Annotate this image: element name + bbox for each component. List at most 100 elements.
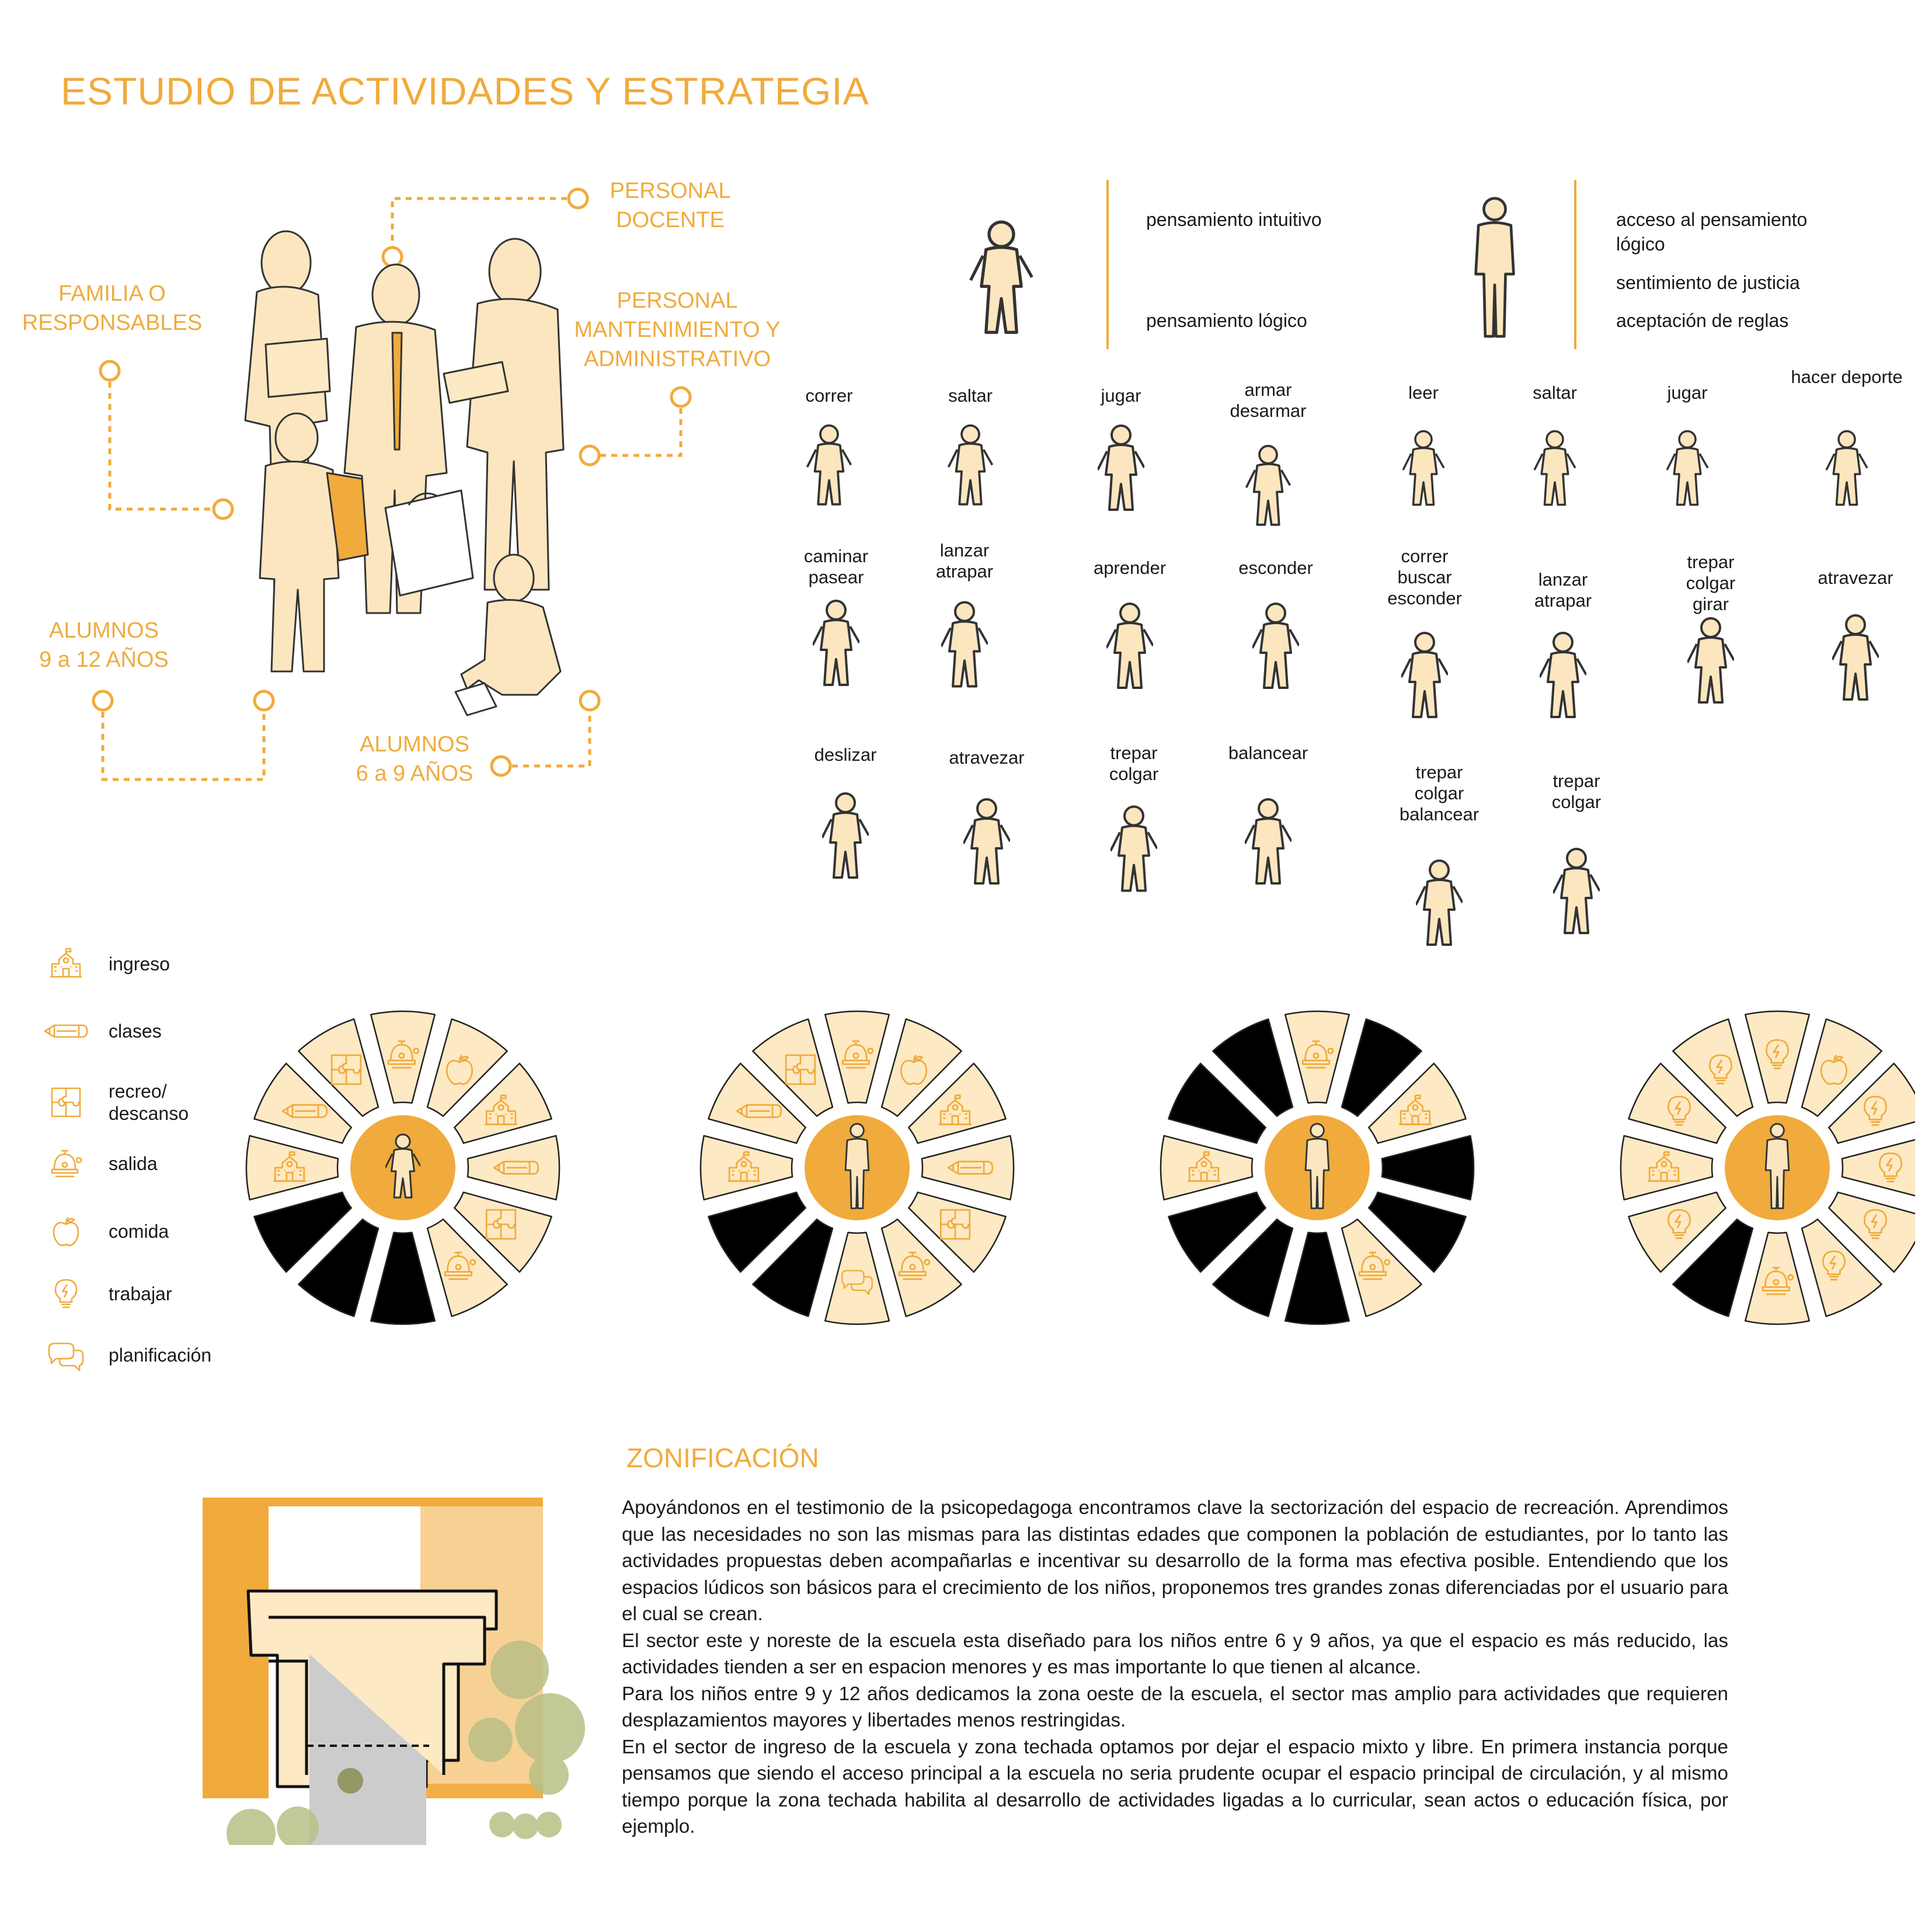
- wheel-segment: [1620, 1134, 1714, 1201]
- activity-label: deslizar: [814, 744, 877, 765]
- wheel-segment-inactive: [752, 1219, 834, 1317]
- wheel-segment: [1341, 1219, 1422, 1317]
- wheel-segment: [880, 1219, 962, 1317]
- wheel-segment: [1368, 1063, 1467, 1144]
- teen-figure: [1460, 196, 1536, 347]
- wheel: [699, 1010, 1015, 1325]
- stage-text: lógico: [1616, 234, 1665, 255]
- group-label-familia: FAMILIA O RESPONSABLES: [22, 281, 203, 335]
- wheel-segment: [253, 1063, 352, 1144]
- wheel-segment: [752, 1018, 834, 1117]
- activity-label: correr: [805, 385, 853, 406]
- activity-illustration: [1381, 628, 1468, 727]
- wheel-segment: [1744, 1231, 1811, 1325]
- stage-divider: [1574, 180, 1576, 349]
- wheel-segment: [1672, 1018, 1754, 1117]
- activity-illustration: [1667, 610, 1755, 715]
- wheel-segment: [426, 1219, 508, 1317]
- chat-icon: [40, 1337, 92, 1373]
- wheel-segment: [426, 1018, 508, 1117]
- activity-illustration: [806, 424, 852, 506]
- legend-item: clases: [40, 1013, 162, 1049]
- activity-label: aprender: [1093, 558, 1167, 578]
- wheel-segment: [1160, 1134, 1254, 1201]
- activity-illustration: [947, 424, 994, 506]
- legend-item: planificación: [40, 1337, 211, 1373]
- wheel-segment: [699, 1134, 793, 1201]
- activity-illustration: [1245, 444, 1292, 526]
- activity-illustration: [802, 779, 889, 896]
- activity-illustration: [1232, 596, 1320, 701]
- wheel-segment-inactive: [1672, 1219, 1754, 1317]
- wheel-segment: [824, 1231, 890, 1325]
- wheel-segment: [1841, 1139, 1915, 1197]
- users-illustration: [92, 187, 692, 781]
- paragraph: Para los niños entre 9 y 12 años dedicam…: [622, 1683, 1728, 1732]
- activity-label: atravezar: [1818, 568, 1893, 588]
- activity-label: hacer deporte: [1791, 367, 1903, 387]
- activity-illustration: [1825, 430, 1868, 506]
- pencil-icon: [40, 1013, 92, 1049]
- legend-item: recreo/ descanso: [40, 1080, 189, 1125]
- wheel-segment: [880, 1018, 962, 1117]
- paragraph: El sector este y noreste de la escuela e…: [622, 1630, 1728, 1679]
- section-title-zonificacion: ZONIFICACIÓN: [626, 1443, 819, 1473]
- group-label-docente: PERSONAL DOCENTE: [610, 179, 731, 232]
- wheel: [1160, 1010, 1475, 1325]
- wheel-segment: [454, 1063, 552, 1144]
- activity-illustration: [1090, 785, 1178, 917]
- stage-text: acceso al pensamiento: [1616, 209, 1808, 230]
- activity-label: esconder: [1238, 558, 1313, 578]
- wheel-segment-inactive: [370, 1231, 436, 1325]
- wheel-segment: [1801, 1219, 1882, 1317]
- zoning-plan: [203, 1498, 585, 1845]
- stage-text: pensamiento lógico: [1146, 310, 1307, 331]
- activity-illustration: [1224, 777, 1312, 911]
- wheel-segment: [454, 1191, 552, 1273]
- activity-illustration: [813, 600, 859, 686]
- bell-icon: [40, 1146, 92, 1182]
- legend-item: salida: [40, 1146, 158, 1182]
- activity-label: atravezar: [949, 747, 1025, 768]
- paragraph: En el sector de ingreso de la escuela y …: [622, 1736, 1728, 1838]
- wheel-segment: [708, 1063, 806, 1144]
- activity-illustration: [921, 596, 1008, 698]
- wheel-segment-inactive: [1168, 1191, 1266, 1273]
- wheel: [1620, 1010, 1915, 1325]
- wheel-segment: [1744, 1010, 1811, 1104]
- activity-illustration: [1098, 424, 1144, 511]
- stage-divider: [1106, 180, 1109, 349]
- wheel-segment-inactive: [1212, 1018, 1294, 1117]
- wheel-segment: [298, 1018, 380, 1117]
- wheel-segment-inactive: [1381, 1134, 1475, 1201]
- wheel-segment: [1801, 1018, 1882, 1117]
- activity-wheels: [245, 1010, 1915, 1325]
- legend-item: comida: [40, 1213, 169, 1249]
- stage-text: pensamiento intuitivo: [1146, 209, 1322, 230]
- school-icon: [40, 946, 92, 982]
- wheel-segment-inactive: [298, 1219, 380, 1317]
- activity-illustration: [1519, 628, 1607, 727]
- activity-label: saltar: [1533, 382, 1577, 403]
- puzzle-icon: [40, 1084, 92, 1120]
- wheel-segment: [908, 1063, 1007, 1144]
- group-label-alumnos-mayores: ALUMNOS 9 a 12 AÑOS: [39, 618, 169, 672]
- group-label-alumnos-menores: ALUMNOS 6 a 9 AÑOS: [356, 732, 474, 786]
- activity-illustration: [1086, 596, 1174, 701]
- apple-icon: [40, 1213, 92, 1249]
- stage-text: aceptación de reglas: [1616, 310, 1789, 331]
- activity-label: saltar: [948, 385, 993, 406]
- page-title: ESTUDIO DE ACTIVIDADES Y ESTRATEGIA: [61, 69, 869, 113]
- stage-text: sentimiento de justicia: [1616, 272, 1800, 293]
- kid-running-figure: [958, 219, 1051, 347]
- activity-illustration: [1666, 430, 1709, 506]
- wheel-segment-inactive: [708, 1191, 806, 1273]
- wheel-segment-inactive: [1368, 1191, 1467, 1273]
